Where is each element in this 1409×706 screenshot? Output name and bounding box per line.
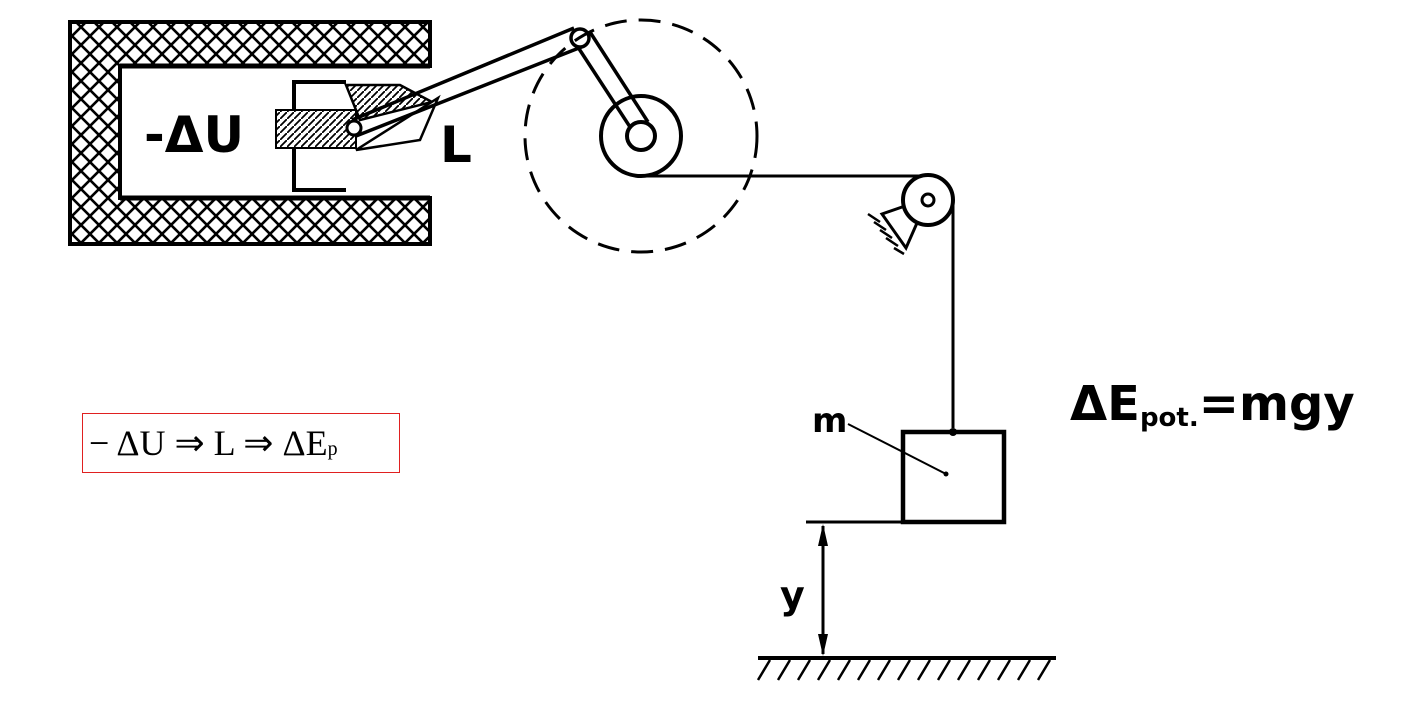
potential-energy-rhs: =mgy	[1199, 376, 1355, 432]
crank-arm-a	[570, 37, 634, 131]
height-arrow-bottom	[818, 634, 828, 656]
pulley-support-hatch	[867, 212, 905, 256]
cylinder-housing	[68, 20, 432, 246]
piston-rod-hatched	[275, 109, 357, 149]
flywheel-outline	[523, 18, 759, 254]
pulley-axle	[920, 192, 936, 208]
formula-subscript: p	[327, 437, 338, 460]
delta-u-label: -ΔU	[144, 106, 244, 164]
ground-hatch	[756, 659, 1052, 681]
mass-block	[900, 429, 1007, 525]
work-label: L	[440, 116, 472, 174]
connecting-rod-lower	[355, 44, 585, 138]
potential-energy-sub: pot.	[1140, 403, 1199, 433]
height-arrow-top	[818, 524, 828, 546]
piston-pin	[345, 119, 363, 137]
mass-leader-line	[847, 423, 947, 475]
crank-arm-b	[588, 31, 650, 123]
height-label: y	[780, 573, 805, 617]
formula-text: − ΔU ⇒ L ⇒ ΔE	[89, 423, 328, 463]
drum-axle	[625, 120, 657, 152]
potential-energy-label: ΔEpot.=mgy	[1070, 376, 1355, 433]
mass-center-dot	[943, 471, 949, 477]
connecting-rod-upper	[351, 26, 575, 122]
rope-attachment	[949, 428, 957, 436]
potential-energy-main: ΔE	[1070, 376, 1140, 432]
mass-label: m	[812, 401, 847, 441]
